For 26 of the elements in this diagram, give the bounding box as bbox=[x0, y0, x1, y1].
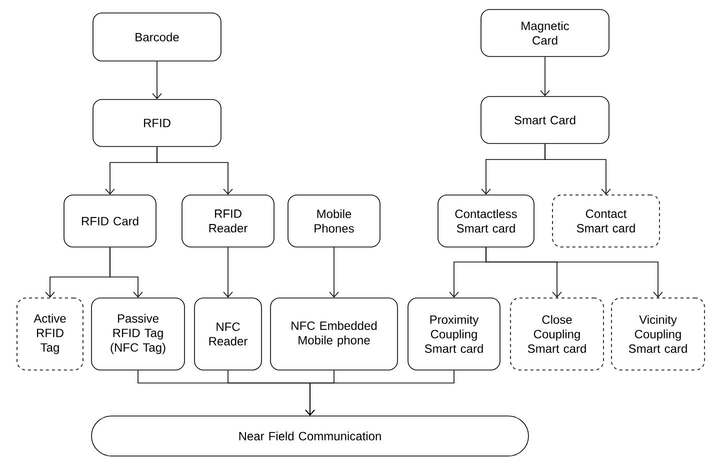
arrow bbox=[486, 246, 663, 298]
process-box: Passive RFID Tag (NFC Tag) bbox=[91, 298, 185, 370]
process-box: NFC Embedded Mobile phone bbox=[270, 298, 398, 370]
result-box: Near Field Communication bbox=[91, 416, 529, 456]
arrow bbox=[110, 246, 143, 298]
arrow bbox=[223, 246, 233, 298]
process-box: NFC Reader bbox=[194, 298, 262, 370]
arrow bbox=[540, 56, 550, 96]
process-box: Contact Smart card bbox=[552, 194, 660, 248]
process-box: Active RFID Tag bbox=[16, 298, 84, 370]
process-box: Vicinity Coupling Smart card bbox=[611, 298, 705, 370]
process-box: Barcode bbox=[92, 12, 222, 62]
process-box: RFID Reader bbox=[182, 194, 274, 248]
arrow bbox=[305, 370, 454, 416]
arrow bbox=[156, 146, 233, 195]
process-box: Magnetic Card bbox=[480, 9, 610, 57]
process-box: RFID bbox=[92, 99, 222, 147]
process-box: Mobile Phones bbox=[288, 194, 380, 248]
arrow bbox=[152, 61, 162, 100]
process-box: Contactless Smart card bbox=[438, 194, 534, 248]
arrow bbox=[544, 143, 611, 195]
process-box: Smart Card bbox=[480, 96, 610, 144]
process-box: RFID Card bbox=[64, 194, 156, 248]
process-box: Close Coupling Smart card bbox=[510, 298, 604, 370]
arrow bbox=[329, 246, 339, 298]
process-box: Proximity Coupling Smart card bbox=[408, 298, 500, 370]
